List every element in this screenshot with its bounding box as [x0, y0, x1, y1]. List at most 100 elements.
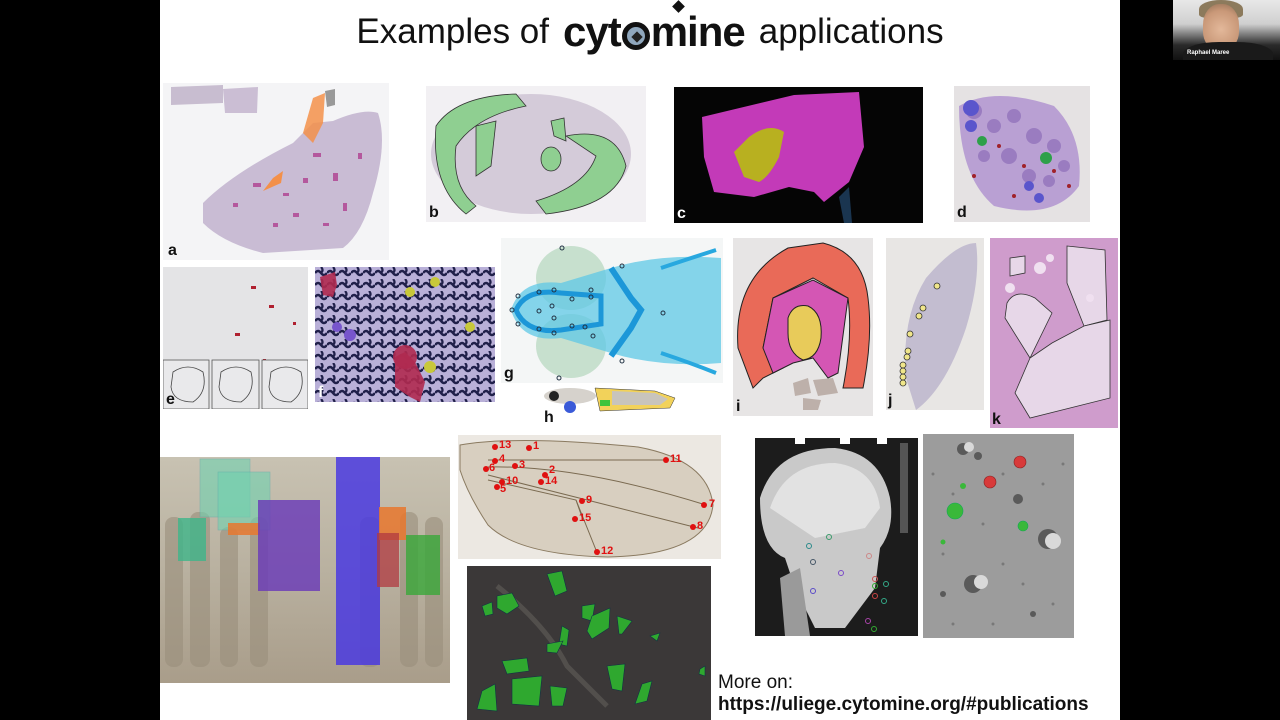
satellite-graphic [467, 566, 711, 720]
panel-j-point-annotations: j [886, 238, 984, 410]
panel-satellite-polygons [467, 566, 711, 720]
landmark-point [871, 626, 877, 632]
panel-e-ihc-section: e [163, 267, 308, 409]
landmark-2 [542, 472, 548, 478]
stained-cells-graphic [315, 267, 495, 402]
xray-graphic [755, 438, 918, 636]
landmark-8 [690, 524, 696, 530]
landmark-15 [572, 516, 578, 522]
logo-text-end: mine [650, 8, 746, 55]
painting-graphic [165, 457, 443, 667]
landmark-11 [663, 457, 669, 463]
fluorescence-graphic [702, 92, 864, 223]
panel-i-nested-regions: i [733, 238, 873, 416]
landmark-point [883, 581, 889, 587]
logo-magnifier-icon [621, 22, 650, 50]
zebrafish-skeleton-graphic [509, 245, 721, 381]
landmark-label: 9 [586, 494, 593, 506]
logo-text-start: cyt [563, 8, 622, 55]
landmark-7 [701, 502, 707, 508]
lunar-surface-graphic [923, 434, 1074, 638]
wing-graphic [459, 439, 714, 558]
landmark-10 [499, 479, 505, 485]
ihc-graphic [163, 267, 308, 409]
panel-label: f [318, 384, 324, 401]
landmark-point [810, 588, 816, 594]
landmark-12 [594, 549, 600, 555]
presenter-shirt [1183, 42, 1273, 60]
landmark-label: 8 [697, 520, 704, 532]
panel-label: a [168, 242, 177, 259]
cytology-graphic [959, 96, 1080, 211]
landmark-14 [538, 479, 544, 485]
panel-label: c [677, 205, 686, 222]
panel-g-zebrafish-head: g [501, 238, 723, 383]
landmark-5 [494, 484, 500, 490]
landmark-3 [512, 463, 518, 469]
landmark-point [838, 570, 844, 576]
landmark-label: 5 [500, 483, 507, 495]
lung-tissue-graphic [171, 85, 382, 253]
landmark-point [872, 593, 878, 599]
panel-d-cytology: d [954, 86, 1090, 222]
landmark-point [865, 618, 871, 624]
point-annotations-graphic [899, 243, 978, 410]
landmark-point [806, 543, 812, 549]
panel-label: k [992, 411, 1001, 428]
landmark-13 [492, 444, 498, 450]
panel-drosophila-wing-landmarks: 13 1 4 6 3 2 10 5 14 11 9 15 7 8 12 [458, 435, 721, 559]
landmark-point [872, 583, 878, 589]
landmark-label: 4 [499, 453, 506, 465]
landmark-label: 10 [506, 475, 519, 487]
panel-f-stained-cells: f [315, 267, 495, 402]
panel-a-lung-histology: a [163, 83, 389, 260]
publications-link[interactable]: https://uliege.cytomine.org/#publication… [718, 694, 1089, 715]
zebrafish-larva-graphic [544, 387, 676, 413]
landmark-point [881, 598, 887, 604]
panel-label: g [504, 365, 514, 382]
landmark-label: 3 [519, 459, 526, 471]
panel-c-fluorescence: c [674, 87, 923, 223]
panel-label: e [166, 391, 175, 408]
panel-b-tissue-regions: b [426, 86, 646, 222]
panel-label: h [544, 409, 554, 425]
presenter-webcam: Raphael Maree [1173, 0, 1280, 60]
panel-skull-xray-landmarks [755, 438, 918, 636]
panel-label: j [888, 392, 893, 409]
publications-reference: More on: https://uliege.cytomine.org/#pu… [718, 672, 1089, 716]
landmark-9 [579, 498, 585, 504]
landmark-label: 13 [499, 439, 512, 451]
landmark-label: 1 [533, 440, 540, 452]
landmark-label: 2 [549, 464, 556, 476]
polygon-regions-graphic [990, 238, 1118, 428]
panel-label: b [429, 204, 439, 221]
landmark-label: 15 [579, 512, 592, 524]
landmark-4 [492, 458, 498, 464]
landmark-point [866, 553, 872, 559]
landmark-point [810, 559, 816, 565]
panel-label: d [957, 204, 967, 221]
landmark-6 [483, 466, 489, 472]
landmark-label: 7 [709, 498, 716, 510]
landmark-point [872, 576, 878, 582]
landmark-point [826, 534, 832, 540]
landmark-1 [526, 445, 532, 451]
landmark-label: 11 [670, 453, 682, 465]
panel-lunar-craters [923, 434, 1074, 638]
landmark-label: 12 [601, 545, 614, 557]
more-on-label: More on: [718, 672, 793, 693]
panel-k-polygon-regions: k [990, 238, 1118, 428]
nested-regions-graphic [737, 242, 871, 410]
landmark-label: 6 [489, 462, 496, 474]
tissue-regions-graphic [431, 93, 631, 215]
panel-label: i [736, 398, 741, 415]
panel-h-zebrafish-larva: h [540, 383, 680, 425]
title-prefix: Examples of [356, 12, 549, 51]
title-suffix: applications [758, 12, 944, 51]
landmark-label: 14 [545, 475, 558, 487]
participant-name: Raphael Maree [1187, 50, 1230, 56]
panel-painting-bounding-boxes [160, 457, 450, 683]
